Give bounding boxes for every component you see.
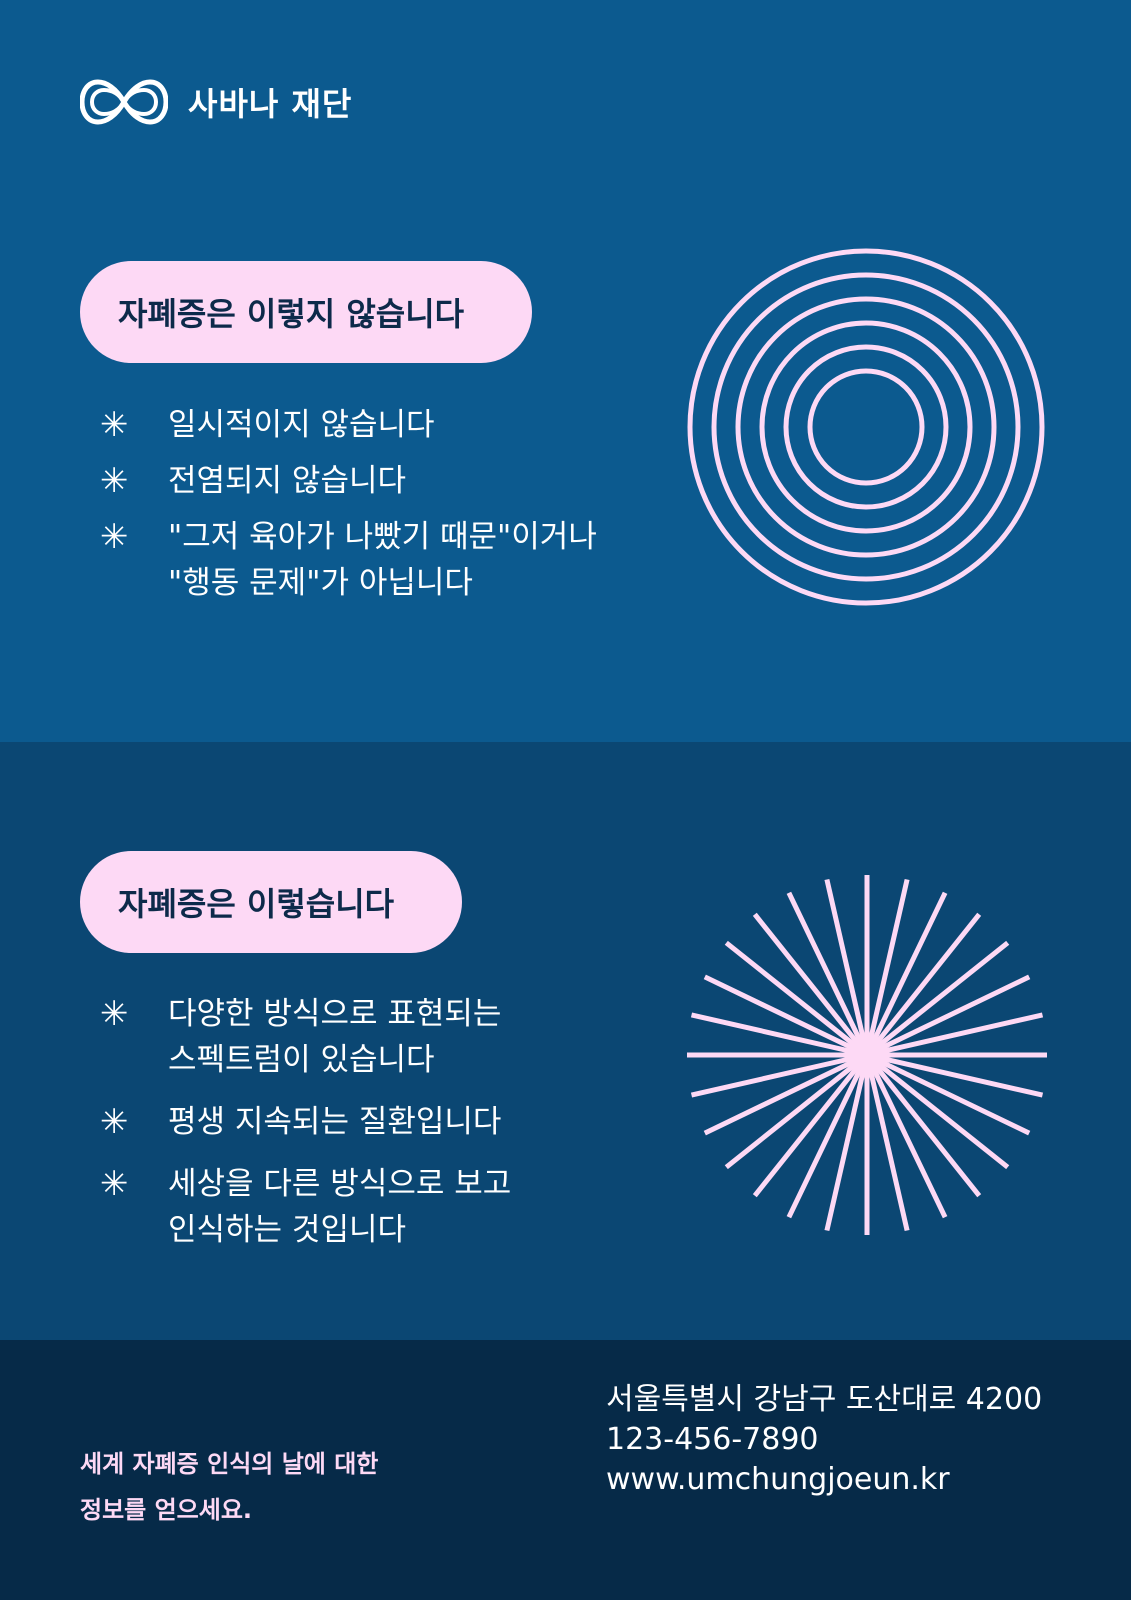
- starburst-center: [847, 1035, 887, 1075]
- footer-tagline: 세계 자폐증 인식의 날에 대한 정보를 얻으세요.: [80, 1450, 379, 1524]
- list-item-text: "그저 육아가 나빴기 때문"이거나 "행동 문제"가 아닙니다: [168, 519, 597, 601]
- ring: [711, 272, 1021, 582]
- starburst-ray: [865, 1053, 1010, 1170]
- starburst-ray: [864, 1053, 948, 1219]
- brand-name: 사바나 재단: [188, 85, 353, 123]
- starburst-ray: [864, 891, 948, 1057]
- list-item: ✳ "그저 육아가 나빴기 때문"이거나 "행동 문제"가 아닙니다: [100, 514, 670, 606]
- starburst-ray: [690, 1012, 868, 1058]
- ring: [783, 344, 949, 510]
- list-item: ✳ 세상을 다른 방식으로 보고 인식하는 것입니다: [100, 1161, 670, 1253]
- list-item: ✳ 전염되지 않습니다: [100, 458, 670, 504]
- starburst-ray: [752, 912, 869, 1057]
- asterisk-icon: ✳: [100, 1164, 129, 1204]
- starburst-ray: [786, 1053, 870, 1219]
- asterisk-icon: ✳: [100, 461, 129, 501]
- starburst-ray: [864, 878, 910, 1056]
- ring: [807, 368, 925, 486]
- starburst-ray: [824, 878, 870, 1056]
- list-item-text: 다양한 방식으로 표현되는 스펙트럼이 있습니다: [168, 996, 502, 1078]
- asterisk-icon: ✳: [100, 405, 129, 445]
- asterisk-icon: ✳: [100, 1102, 129, 1142]
- ring: [759, 320, 973, 534]
- section-not-heading: 자폐증은 이렇지 않습니다: [80, 261, 532, 363]
- list-item: ✳ 평생 지속되는 질환입니다: [100, 1099, 670, 1145]
- asterisk-icon: ✳: [100, 517, 129, 557]
- starburst-illustration: [687, 875, 1047, 1235]
- starburst-ray: [865, 1052, 1031, 1136]
- starburst-ray: [865, 940, 1010, 1057]
- starburst-ray: [690, 1052, 868, 1098]
- asterisk-icon: ✳: [100, 994, 129, 1034]
- section-not-list: ✳ 일시적이지 않습니다 ✳ 전염되지 않습니다 ✳ "그저 육아가 나빴기 때…: [100, 402, 670, 616]
- brand-logo[interactable]: 사바나 재단: [80, 78, 352, 126]
- starburst-ray: [724, 1053, 869, 1170]
- footer-address: 서울특별시 강남구 도산대로 4200: [606, 1382, 1043, 1417]
- starburst-ray: [866, 1052, 1044, 1098]
- starburst-ray: [703, 974, 869, 1058]
- section-is: 자폐증은 이렇습니다 ✳ 다양한 방식으로 표현되는 스펙트럼이 있습니다 ✳ …: [0, 742, 1131, 1340]
- section-is-list: ✳ 다양한 방식으로 표현되는 스펙트럼이 있습니다 ✳ 평생 지속되는 질환입…: [100, 991, 670, 1269]
- starburst-ray: [865, 912, 982, 1057]
- ring: [687, 248, 1045, 606]
- footer-contact: 서울특별시 강남구 도산대로 4200 123-456-7890 www.umc…: [606, 1380, 1106, 1500]
- starburst-ray: [724, 940, 869, 1057]
- starburst-ray: [824, 1054, 870, 1232]
- starburst-ray: [865, 974, 1031, 1058]
- footer: 세계 자폐증 인식의 날에 대한 정보를 얻으세요. 서울특별시 강남구 도산대…: [0, 1340, 1131, 1600]
- footer-phone[interactable]: 123-456-7890: [606, 1422, 819, 1457]
- list-item: ✳ 일시적이지 않습니다: [100, 402, 670, 448]
- footer-website[interactable]: www.umchungjoeun.kr: [606, 1462, 950, 1497]
- starburst-ray: [866, 1012, 1044, 1058]
- starburst-ray: [703, 1052, 869, 1136]
- section-is-heading: 자폐증은 이렇습니다: [80, 851, 462, 953]
- list-item-text: 전염되지 않습니다: [168, 463, 407, 499]
- list-item-text: 세상을 다른 방식으로 보고 인식하는 것입니다: [168, 1166, 512, 1248]
- list-item-text: 평생 지속되는 질환입니다: [168, 1104, 502, 1140]
- section-not: 사바나 재단 자폐증은 이렇지 않습니다 ✳ 일시적이지 않습니다 ✳ 전염되지…: [0, 0, 1131, 742]
- starburst-ray: [865, 1053, 982, 1198]
- concentric-rings-illustration: [687, 248, 1045, 606]
- list-item-text: 일시적이지 않습니다: [168, 407, 435, 443]
- starburst-ray: [752, 1053, 869, 1198]
- infinity-icon: [80, 79, 168, 125]
- ring: [735, 296, 997, 558]
- starburst-ray: [786, 891, 870, 1057]
- starburst-ray: [864, 1054, 910, 1232]
- list-item: ✳ 다양한 방식으로 표현되는 스펙트럼이 있습니다: [100, 991, 670, 1083]
